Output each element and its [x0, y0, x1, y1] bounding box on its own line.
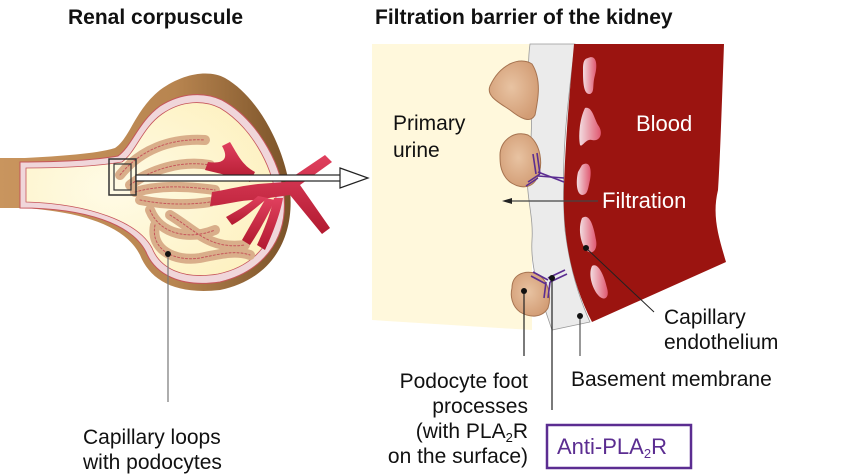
capillary-endothelium-label-line1: Capillary — [664, 306, 746, 329]
podocyte-label-line3: (with PLA2R — [416, 420, 528, 445]
podocyte-label-line3-sub: 2 — [506, 430, 513, 445]
capillary-loops-label-line2: with podocytes — [82, 451, 222, 474]
primary-urine-label-line2: urine — [393, 139, 440, 162]
right-panel-title: Filtration barrier of the kidney — [375, 6, 673, 29]
blood-region — [563, 44, 726, 322]
podocyte-label-line3-post: R — [513, 420, 528, 443]
podocyte-label-line4: on the surface) — [388, 445, 528, 468]
podocyte-pointer-dot — [521, 288, 527, 294]
podocyte-label-line2: processes — [432, 395, 528, 418]
renal-corpuscle-illustration — [0, 73, 370, 402]
anti-pla2r-antibody-1 — [525, 152, 565, 187]
filtration-label: Filtration — [602, 188, 686, 213]
antibody-pointer-dot — [549, 275, 555, 281]
capillary-endothelium-label-line2: endothelium — [664, 331, 778, 354]
anti-pla2r-box — [545, 423, 693, 470]
basement-membrane-label: Basement membrane — [571, 368, 772, 391]
podocyte-label-line1: Podocyte foot — [400, 370, 529, 393]
endothelium-pointer-dot — [583, 245, 589, 251]
zoom-arrow — [135, 167, 370, 189]
basement-pointer-dot — [577, 313, 583, 319]
endothelial-cells — [576, 57, 608, 299]
capillary-loops-label-line1: Capillary loops — [83, 426, 221, 449]
filtration-barrier-illustration — [372, 43, 726, 410]
anti-pla2r-sub: 2 — [644, 446, 651, 461]
anti-pla2r-label: Anti-PLA2R — [557, 434, 667, 461]
left-panel-title: Renal corpuscule — [68, 6, 243, 29]
primary-urine-region — [372, 44, 532, 330]
podocyte-label-line3-pre: (with PLA — [416, 420, 506, 443]
anti-pla2r-pre: Anti-PLA — [557, 434, 644, 459]
capillary-loops-pointer-dot — [165, 251, 171, 257]
primary-urine-label-line1: Primary — [393, 112, 466, 135]
blood-label: Blood — [636, 111, 692, 136]
anti-pla2r-post: R — [651, 434, 667, 459]
